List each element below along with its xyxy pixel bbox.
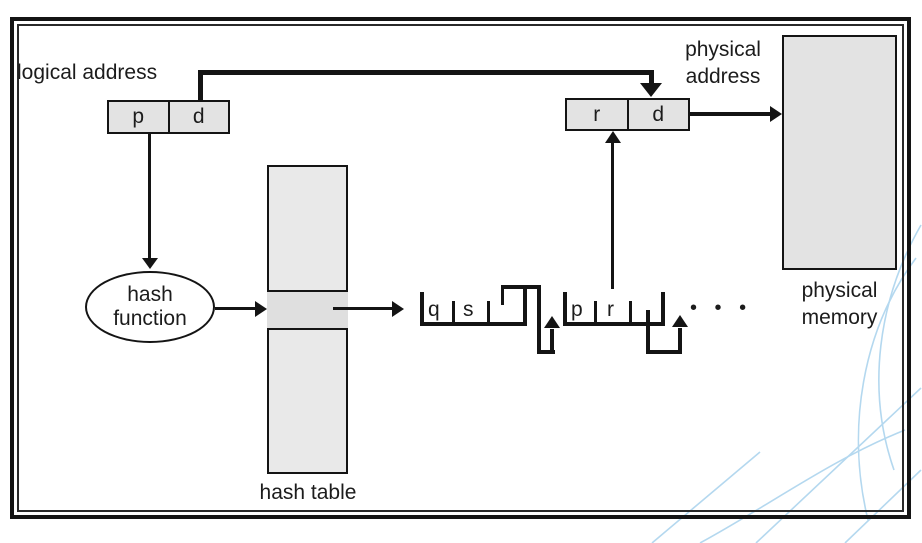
arrowhead-right-icon [770, 106, 782, 122]
node2-field-p: p [571, 298, 583, 321]
physical-d-cell: d [626, 100, 689, 129]
node2-divider-1 [594, 301, 597, 324]
hash-table-label: hash table [259, 481, 357, 504]
physical-address-label: physical address [685, 38, 761, 88]
node1-field-s: s [463, 298, 474, 321]
arrow-d-to-d-horizontal [198, 70, 654, 75]
hash-function-ellipse: hash function [85, 271, 215, 343]
physical-memory-label: physical memory [801, 279, 878, 329]
arrow-r-to-physical-line [611, 142, 614, 289]
arrow-d-to-d-right-leg [649, 70, 654, 84]
logical-address-label: logical address [17, 61, 158, 84]
node2-field-r: r [607, 298, 614, 321]
arrow-row-to-node1-line [333, 307, 394, 310]
arrowhead-down-icon [640, 83, 662, 97]
node2-left-wall [563, 292, 567, 325]
node2-right-wall [661, 292, 665, 325]
arrow-address-to-memory-line [690, 112, 772, 116]
arrowhead-up-icon [605, 131, 621, 143]
logical-p-cell: p [132, 105, 145, 128]
list-continues-ellipsis: • • • [690, 297, 753, 319]
node1-bottom [420, 322, 527, 326]
node1-link-stub [501, 285, 504, 305]
node1-link-up-line [550, 329, 554, 353]
arrow-p-to-hash-line [148, 134, 151, 259]
logical-d-cell: d [167, 102, 229, 132]
logical-address-box: p d [107, 100, 230, 134]
arrowhead-up-icon [544, 316, 560, 328]
node1-link-bottom [537, 350, 555, 354]
arrowhead-up-icon [672, 315, 688, 327]
physical-r-cell: r [593, 102, 601, 126]
node2-link-up-line [678, 328, 682, 353]
node2-bottom [563, 322, 665, 326]
diagram-outer-frame [10, 17, 911, 519]
diagram-inner-frame [17, 24, 904, 512]
node1-field-q: q [428, 298, 440, 321]
arrow-d-to-d-left-leg [198, 70, 203, 101]
hash-function-label: hash function [113, 283, 187, 330]
node1-divider-2 [487, 301, 490, 324]
hash-table-selected-row [267, 290, 348, 330]
node2-link-down-leg [646, 310, 650, 353]
arrow-hash-to-table-line [215, 307, 256, 310]
arrowhead-right-icon [255, 301, 267, 317]
physical-memory-box [782, 35, 897, 270]
arrowhead-down-icon [142, 258, 158, 269]
node1-divider-1 [452, 301, 455, 324]
arrowhead-right-icon [392, 301, 404, 317]
node1-link-top [501, 285, 541, 289]
physical-address-box: r d [565, 98, 690, 131]
node1-left-wall [420, 292, 424, 325]
node1-right-wall [523, 285, 527, 325]
node2-divider-2 [629, 301, 632, 324]
node1-link-down-leg [537, 285, 541, 354]
node2-link-bottom [646, 350, 682, 354]
